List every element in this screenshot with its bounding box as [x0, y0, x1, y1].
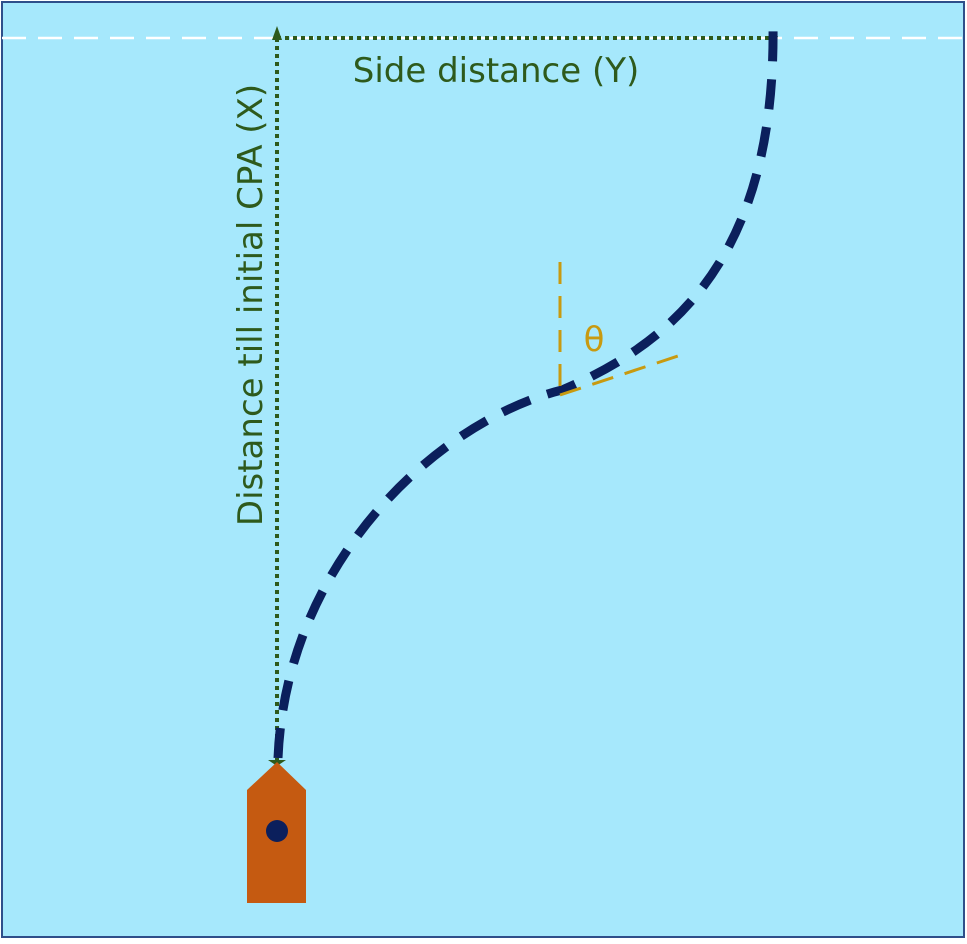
ship-trajectory: [273, 23, 778, 759]
angle-tangent-line: [559, 354, 679, 397]
ship-icon: [247, 762, 306, 903]
distance-till-cpa-label: Distance till initial CPA (X): [231, 84, 271, 526]
theta-label: θ: [584, 320, 605, 360]
side-distance-label: Side distance (Y): [353, 51, 640, 91]
ship-position-marker: [266, 820, 288, 842]
arrowhead-top: [272, 26, 282, 40]
